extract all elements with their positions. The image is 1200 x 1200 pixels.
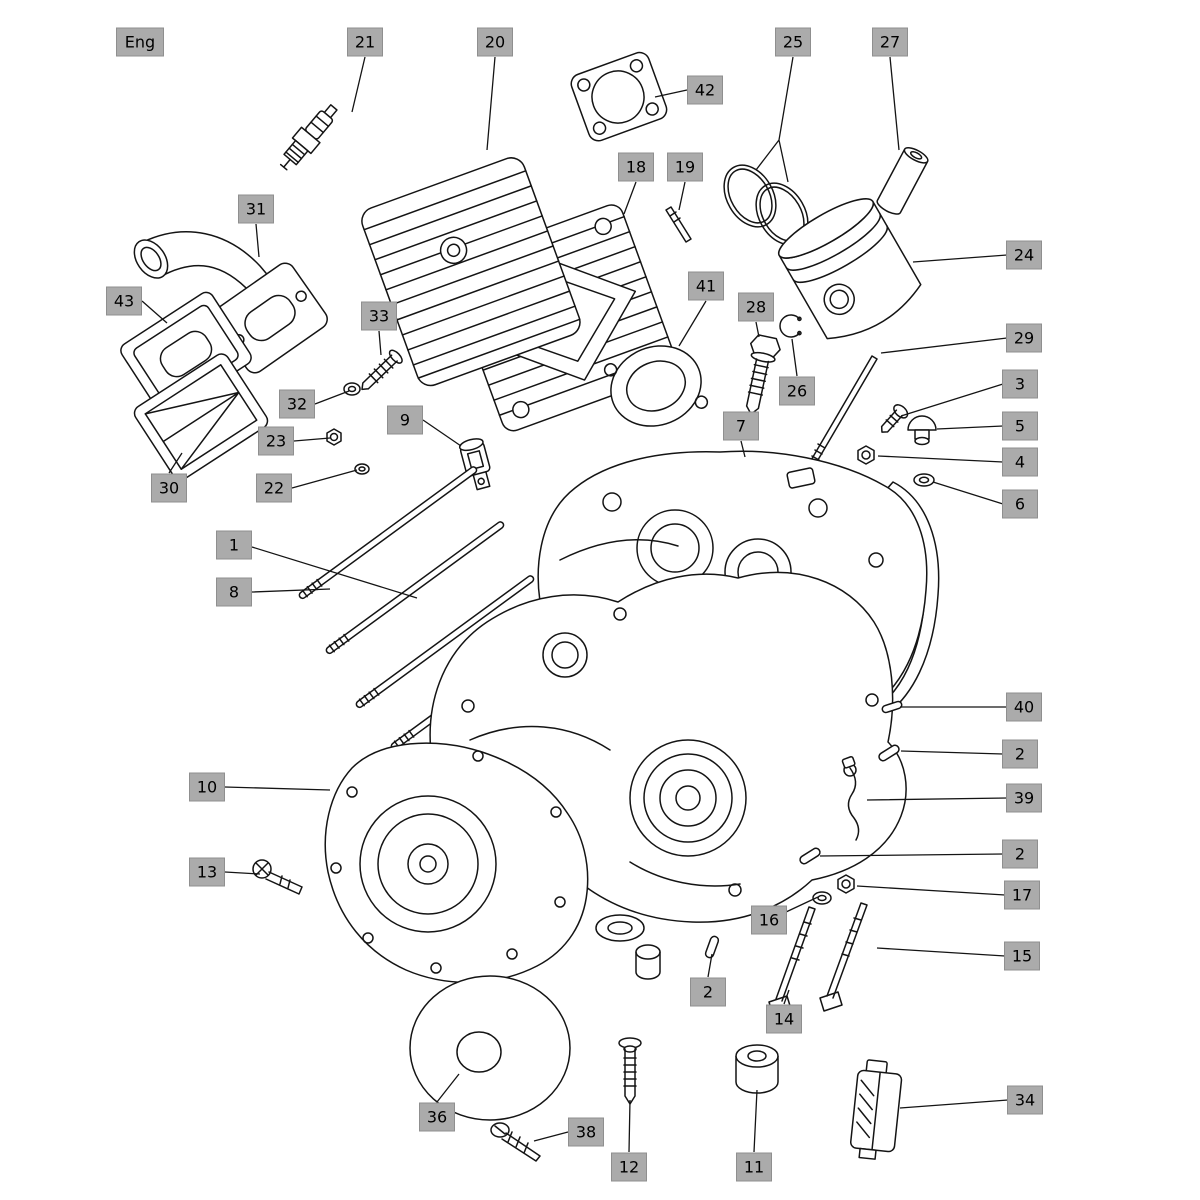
- mount-34-drawing: [849, 1059, 903, 1160]
- part-label-18: 18: [618, 152, 654, 182]
- part-label-1: 1: [216, 530, 252, 560]
- part-label-22: 22: [256, 473, 292, 503]
- nut-4-drawing: [857, 445, 875, 465]
- wrist-pin-drawing: [876, 146, 929, 215]
- bolt-15-drawing: [819, 902, 868, 1012]
- part-label-12: 12: [611, 1152, 647, 1182]
- clutch-cover-drawing: [324, 742, 589, 983]
- nut-17-drawing: [837, 874, 855, 894]
- part-9-drawing: [458, 438, 491, 491]
- part-label-26: 26: [779, 376, 815, 406]
- part-label-5: 5: [1002, 411, 1038, 441]
- part-label-42: 42: [687, 75, 723, 105]
- part-label-3: 3: [1002, 369, 1038, 399]
- washer-32-drawing: [343, 382, 361, 396]
- part-label-28: 28: [738, 292, 774, 322]
- part-label-21: 21: [347, 27, 383, 57]
- circlip-drawing: [779, 314, 802, 338]
- pin-40-drawing: [881, 700, 903, 714]
- part-label-6: 6: [1002, 489, 1038, 519]
- stud-19-drawing: [665, 206, 692, 243]
- bolt-28-drawing: [745, 334, 781, 415]
- intake-spigot-drawing: [603, 345, 709, 427]
- part-label-8: 8: [216, 577, 252, 607]
- part-label-9: 9: [387, 405, 423, 435]
- part-label-7: 7: [723, 411, 759, 441]
- leader-lines: [141, 56, 1009, 1153]
- part-label-32: 32: [279, 389, 315, 419]
- part-label-38: 38: [568, 1117, 604, 1147]
- roller-11-drawing: [735, 1044, 779, 1094]
- part-label-36: 36: [419, 1102, 455, 1132]
- disc-36-drawing: [409, 975, 571, 1121]
- plug-5-drawing: [907, 415, 937, 446]
- part-label-11: 11: [736, 1152, 772, 1182]
- part-label-2c: 2: [690, 977, 726, 1007]
- part-label-27: 27: [872, 27, 908, 57]
- bolt-33-drawing: [361, 349, 403, 391]
- part-label-13: 13: [189, 857, 225, 887]
- washer-22-drawing: [354, 463, 370, 475]
- part-label-40: 40: [1006, 692, 1042, 722]
- screw-38-drawing: [490, 1122, 541, 1162]
- part-label-eng: Eng: [116, 27, 164, 57]
- part-label-19: 19: [667, 152, 703, 182]
- part-label-29: 29: [1006, 323, 1042, 353]
- part-label-25: 25: [775, 27, 811, 57]
- part-label-16: 16: [751, 905, 787, 935]
- piston-drawing: [777, 198, 922, 340]
- part-label-34: 34: [1007, 1085, 1043, 1115]
- part-label-30: 30: [151, 473, 187, 503]
- head-gasket-drawing: [570, 51, 668, 142]
- part-label-23: 23: [258, 426, 294, 456]
- reed-valve-drawing: [120, 291, 269, 481]
- dowel-pins-drawing: [704, 744, 900, 959]
- nut-23-drawing: [326, 428, 342, 446]
- cable-39-drawing: [841, 756, 860, 841]
- part-label-20: 20: [477, 27, 513, 57]
- part-label-41: 41: [688, 271, 724, 301]
- part-label-17: 17: [1004, 880, 1040, 910]
- part-label-10: 10: [189, 772, 225, 802]
- part-label-39: 39: [1006, 783, 1042, 813]
- part-label-2a: 2: [1002, 739, 1038, 769]
- screw-12-drawing: [618, 1037, 642, 1105]
- part-label-24: 24: [1006, 240, 1042, 270]
- part-label-31: 31: [238, 194, 274, 224]
- part-label-33: 33: [361, 301, 397, 331]
- part-label-43: 43: [106, 286, 142, 316]
- spark-plug-drawing: [279, 104, 338, 171]
- washer-16-drawing: [812, 891, 832, 905]
- cylinder-head-drawing: [361, 157, 581, 387]
- washer-6-drawing: [913, 473, 935, 487]
- part-label-4: 4: [1002, 447, 1038, 477]
- part-label-2b: 2: [1002, 839, 1038, 869]
- part-label-15: 15: [1004, 941, 1040, 971]
- part-label-14: 14: [766, 1004, 802, 1034]
